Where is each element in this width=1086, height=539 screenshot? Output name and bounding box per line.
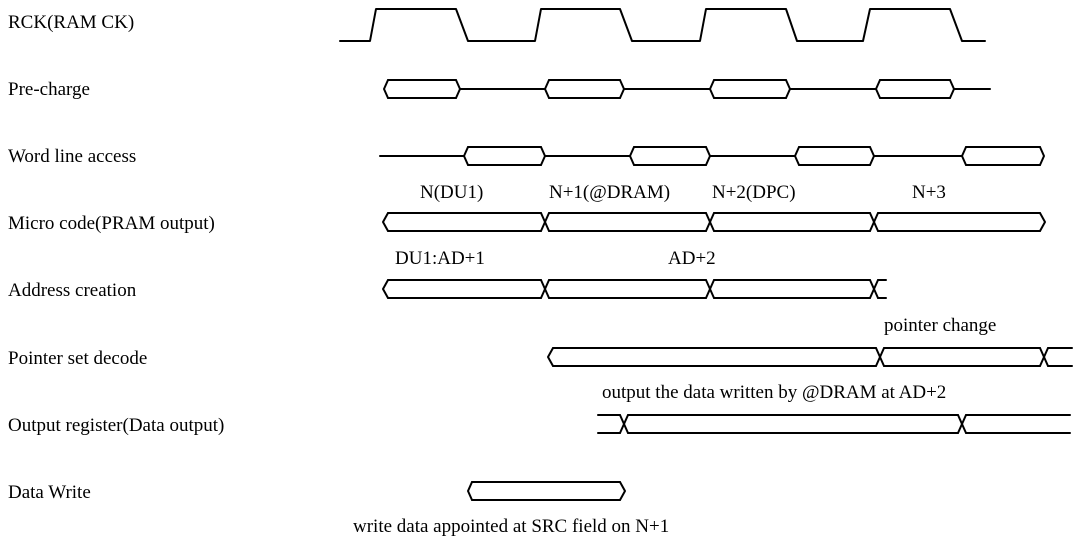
label-wordline: Word line access	[8, 146, 137, 167]
annotation-du1-ad1: DU1:AD+1	[395, 248, 485, 269]
annotation-pointer-change: pointer change	[884, 315, 997, 336]
microcode-waveform	[382, 212, 1046, 232]
wordline-waveform	[379, 146, 1045, 166]
outreg-waveform	[597, 414, 1071, 434]
precharge-waveform	[383, 79, 991, 99]
pointer-waveform	[547, 347, 1073, 367]
label-outreg: Output register(Data output)	[8, 415, 225, 436]
label-address: Address creation	[8, 280, 137, 301]
annotation-n2-dpc: N+2(DPC)	[712, 182, 796, 203]
rck-waveform	[339, 8, 986, 42]
label-microcode: Micro code(PRAM output)	[8, 213, 215, 234]
label-datawrite: Data Write	[8, 482, 91, 503]
label-precharge: Pre-charge	[8, 79, 90, 100]
annotation-output-note: output the data written by @DRAM at AD+2	[602, 382, 947, 403]
address-waveform	[382, 279, 887, 299]
annotation-n1-dram: N+1(@DRAM)	[549, 182, 671, 203]
annotation-n3: N+3	[912, 182, 946, 203]
datawrite-waveform	[467, 481, 626, 501]
annotation-ad2: AD+2	[668, 248, 716, 269]
label-pointer: Pointer set decode	[8, 348, 148, 369]
label-rck: RCK(RAM CK)	[8, 12, 135, 33]
annotation-write-note: write data appointed at SRC field on N+1	[353, 516, 670, 537]
annotation-n-du1: N(DU1)	[420, 182, 484, 203]
